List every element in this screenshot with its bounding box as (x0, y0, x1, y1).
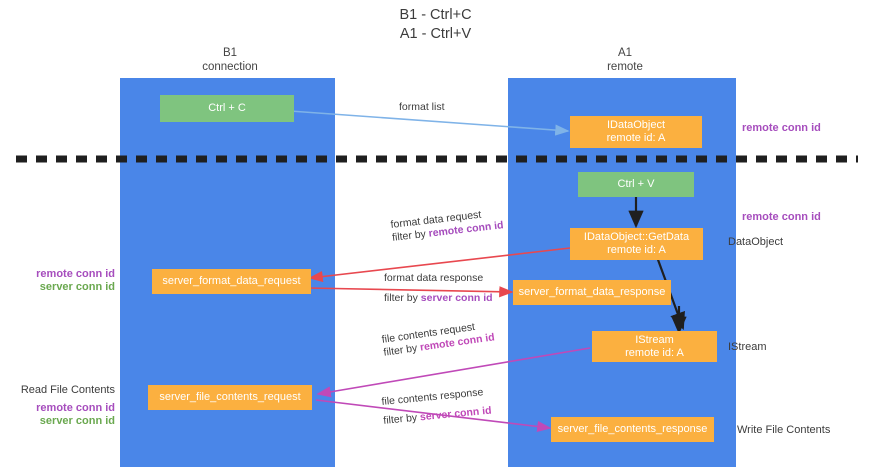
fdres-filter-value: server conn id (420, 292, 493, 304)
annotation-left-remote-conn-id-2: remote conn id (36, 402, 115, 414)
edge-label-format-data-response-filter: filter by server conn id (384, 292, 493, 305)
edge-label-format-data-response: format data response filter by server co… (384, 272, 493, 305)
box-server-file-contents-response[interactable]: server_file_contents_response (551, 417, 714, 442)
annotation-left-read-file-contents: Read File Contents (20, 384, 115, 396)
lane-header-a1-name: A1 (617, 47, 633, 59)
annotation-left-server-conn-id-1: server conn id (39, 281, 115, 293)
box-server-file-contents-response-label: server_file_contents_response (557, 423, 708, 435)
edge-label-file-contents-request: file contents request filter by remote c… (381, 318, 496, 359)
annotation-right-dataobject: DataObject (728, 236, 784, 248)
box-server-format-data-response-label: server_format_data_response (518, 286, 666, 298)
annotation-left-server-conn-id-2: server conn id (39, 415, 115, 427)
box-istream-label-1: IStream (635, 333, 674, 346)
box-ctrl-v-label: Ctrl + V (617, 178, 655, 190)
fcres-filter-prefix: filter by (382, 411, 421, 427)
lane-header-b1-name: B1 (222, 47, 238, 59)
lane-header-b1: B1 connection (150, 47, 310, 74)
edge-label-file-contents-response-filter: filter by server conn id (383, 405, 492, 428)
box-getdata-label-2: remote id: A (607, 244, 666, 256)
title-line-2: A1 - Ctrl+V (399, 26, 472, 42)
box-server-format-data-response[interactable]: server_format_data_response (513, 280, 671, 305)
annotation-left-remote-conn-id-1: remote conn id (36, 268, 115, 280)
title-line-1: B1 - Ctrl+C (399, 7, 472, 23)
edge-label-format-data-request: format data request filter by remote con… (390, 206, 504, 245)
box-ctrl-v[interactable]: Ctrl + V (578, 172, 694, 197)
box-ctrl-c[interactable]: Ctrl + C (160, 95, 294, 122)
lane-header-a1-sub: remote (607, 60, 643, 73)
fcres-filter-value: server conn id (419, 404, 493, 424)
box-idataobject-label-2: remote id: A (606, 132, 666, 144)
box-ctrl-c-label: Ctrl + C (208, 102, 246, 114)
lane-header-b1-sub: connection (202, 60, 258, 73)
box-server-file-contents-request[interactable]: server_file_contents_request (148, 385, 312, 410)
annotation-right-remote-conn-id-2: remote conn id (742, 211, 821, 223)
box-istream-label-2: remote id: A (625, 346, 684, 359)
page-title: B1 - Ctrl+C A1 - Ctrl+V (0, 6, 871, 44)
fdres-filter-prefix: filter by (384, 292, 421, 304)
box-server-format-data-request-label: server_format_data_request (162, 275, 301, 287)
edge-label-format-data-response-main: format data response (384, 272, 484, 284)
annotation-right-istream: IStream (728, 341, 767, 353)
box-idataobject-label-1: IDataObject (606, 119, 666, 131)
box-getdata-label-1: IDataObject::GetData (583, 231, 690, 243)
box-istream[interactable]: IStream remote id: A (592, 331, 717, 362)
lane-header-a1: A1 remote (540, 47, 710, 74)
edge-label-format-list-text: format list (399, 101, 445, 113)
edge-label-format-list: format list (399, 101, 445, 114)
box-idataobject-getdata[interactable]: IDataObject::GetData remote id: A (570, 228, 703, 260)
box-server-file-contents-request-label: server_file_contents_request (159, 391, 301, 403)
box-server-format-data-request[interactable]: server_format_data_request (152, 269, 311, 294)
box-idataobject[interactable]: IDataObject remote id: A (570, 116, 702, 148)
annotation-right-remote-conn-id-1: remote conn id (742, 122, 821, 134)
annotation-right-write-file-contents: Write File Contents (737, 424, 831, 436)
edge-label-file-contents-response: file contents response filter by server … (381, 386, 492, 428)
